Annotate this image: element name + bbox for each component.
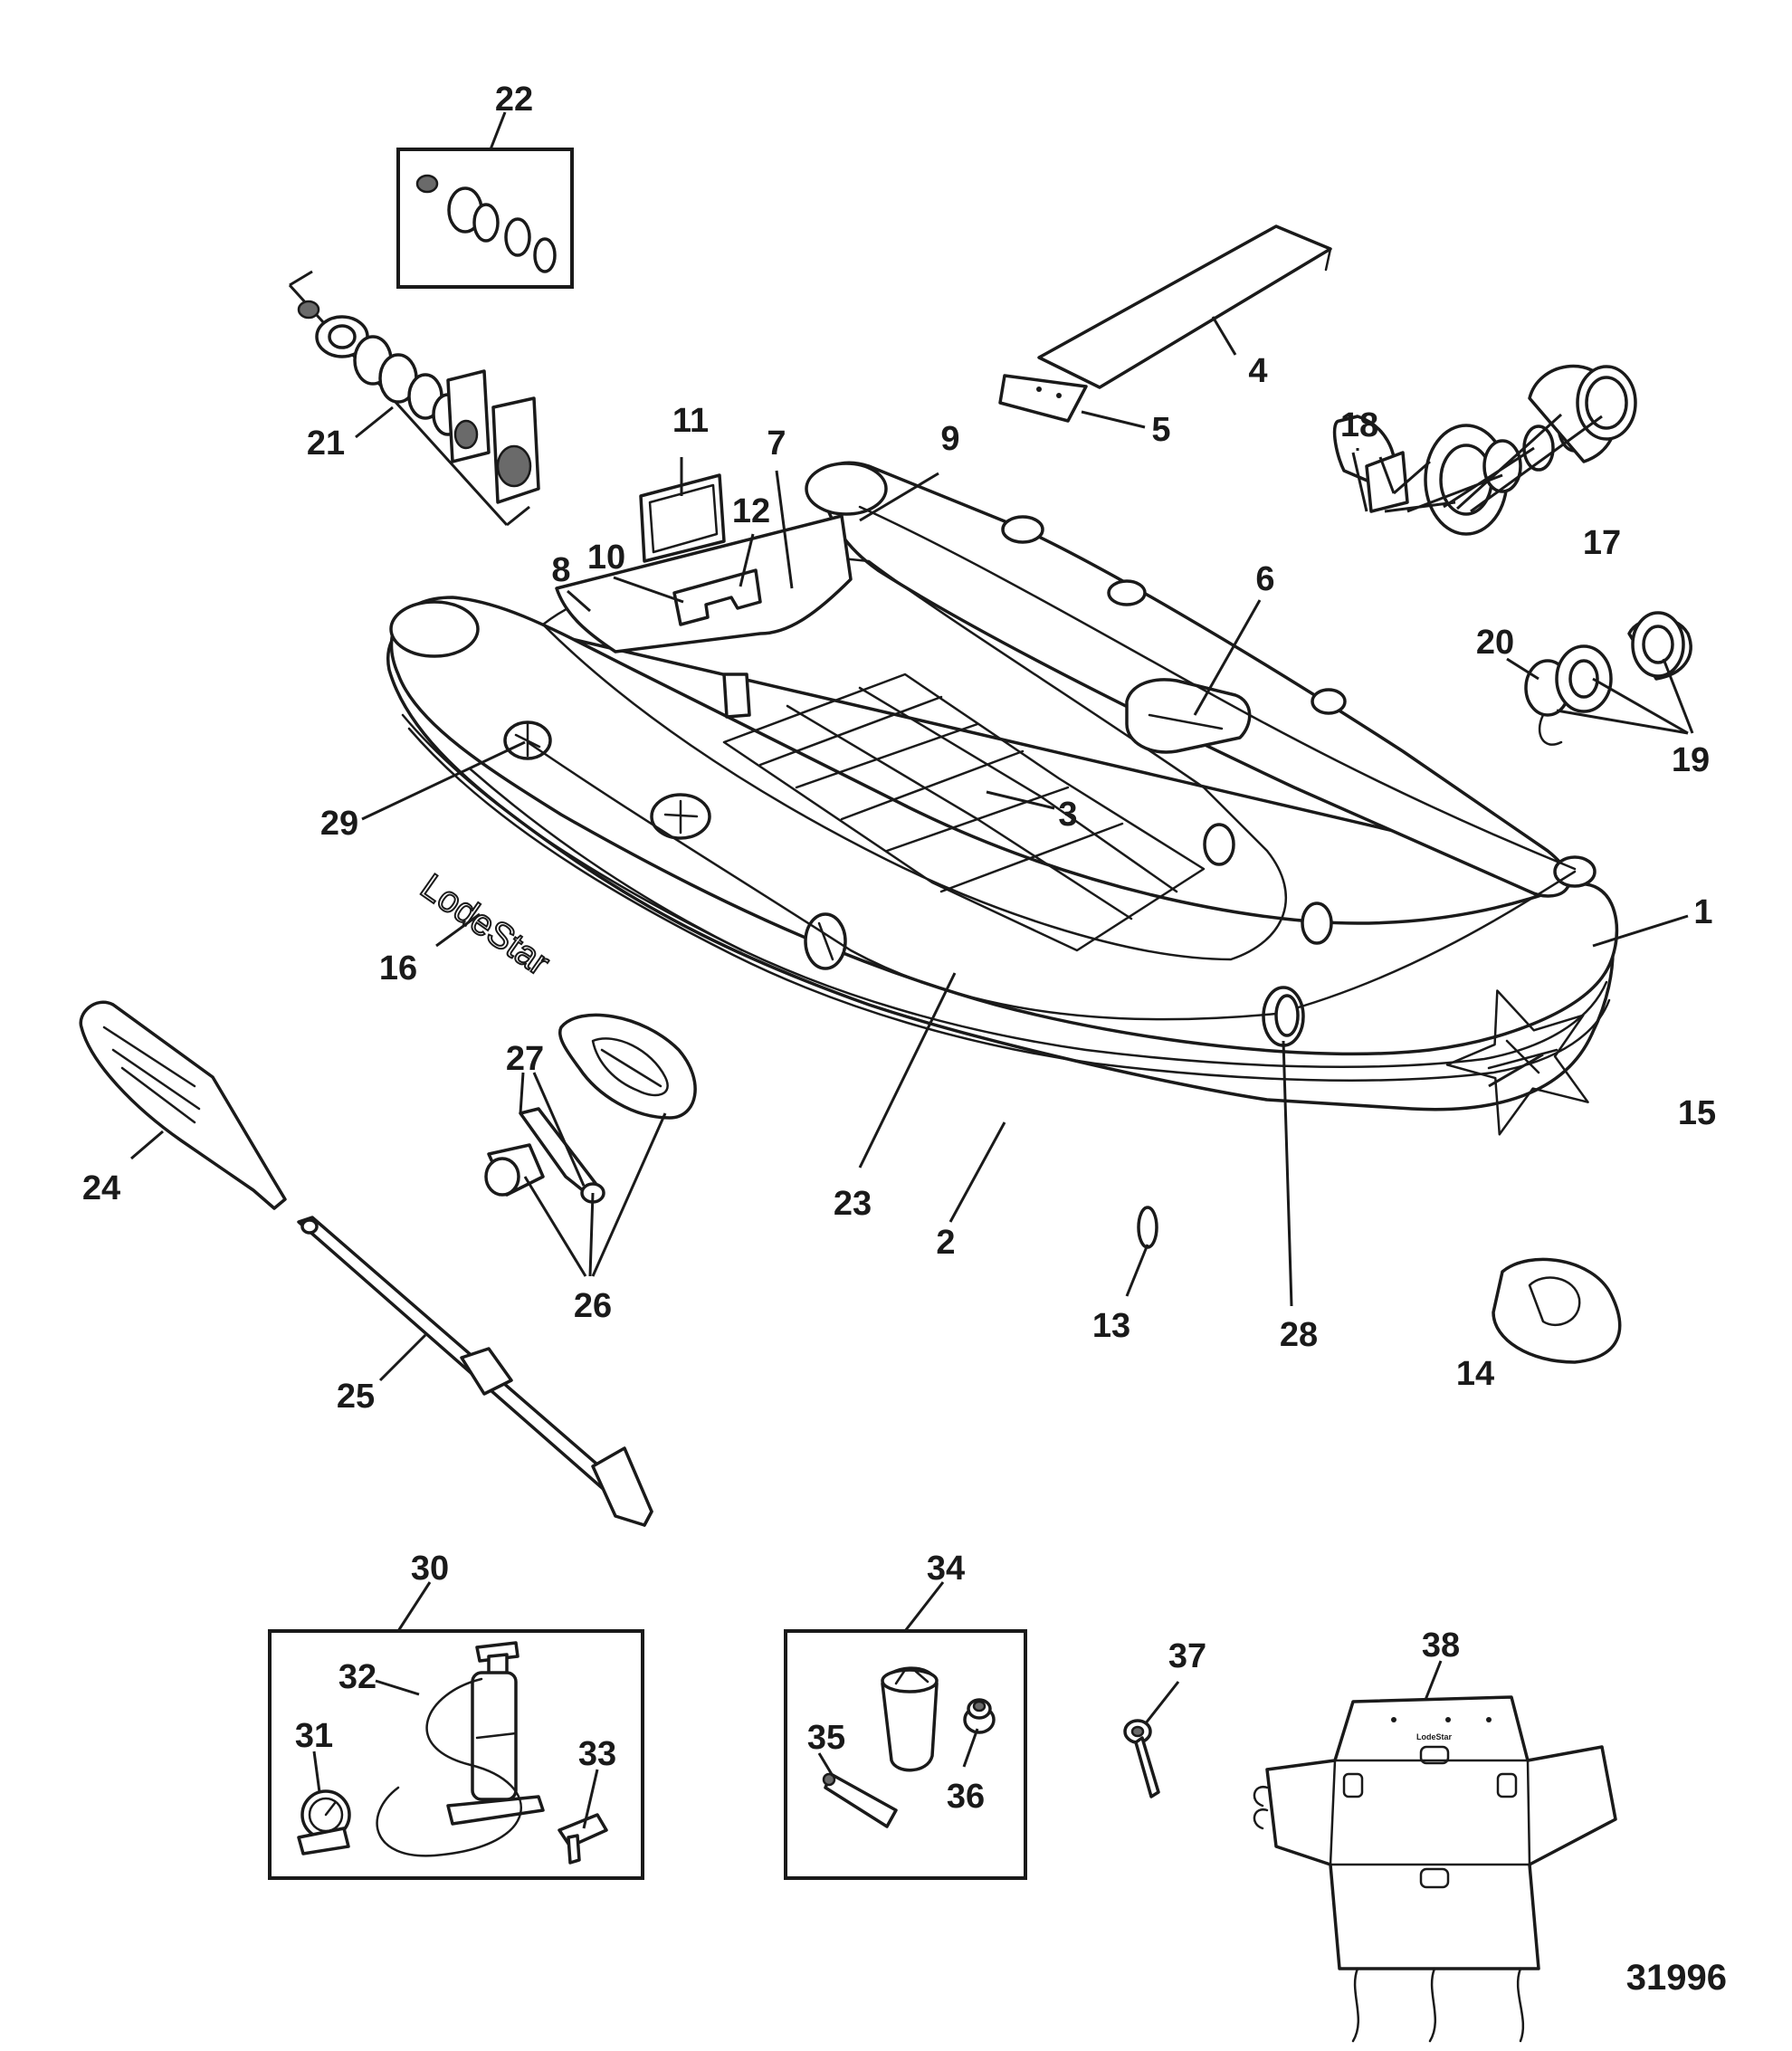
leader-lines xyxy=(130,111,1694,1829)
callout-13: 13 xyxy=(1092,1307,1130,1345)
callout-4: 4 xyxy=(1248,352,1267,390)
callout-9: 9 xyxy=(940,420,959,458)
callout-19: 19 xyxy=(1672,741,1710,779)
repair-patch-11 xyxy=(639,473,726,563)
oarlock-rear xyxy=(804,912,847,970)
callout-35: 35 xyxy=(807,1719,845,1757)
callout-14: 14 xyxy=(1456,1355,1494,1393)
boat-cover-38: LodeStar xyxy=(1253,1695,1617,2043)
callout-3: 3 xyxy=(1058,796,1077,834)
callout-20: 20 xyxy=(1476,624,1514,662)
callout-2: 2 xyxy=(936,1224,955,1262)
star-logo-decal xyxy=(1445,989,1589,1136)
oar-shaft-25 xyxy=(297,1216,653,1527)
brand-decal-16: LodeStar xyxy=(413,865,558,984)
callout-17: 17 xyxy=(1583,524,1621,562)
callout-25: 25 xyxy=(337,1378,375,1416)
callout-27: 27 xyxy=(506,1040,544,1078)
callout-10: 10 xyxy=(587,539,625,577)
pump-adapter-33 xyxy=(558,1813,608,1865)
callout-26: 26 xyxy=(574,1287,612,1325)
callout-15: 15 xyxy=(1678,1094,1716,1132)
callout-12: 12 xyxy=(732,492,770,530)
valve-assembly-19 xyxy=(1524,611,1692,746)
adhesive-tube-35 xyxy=(822,1772,898,1828)
valve-cap-36 xyxy=(963,1698,996,1734)
callout-29: 29 xyxy=(320,805,358,843)
callout-38: 38 xyxy=(1422,1626,1460,1665)
callout-6: 6 xyxy=(1255,560,1274,598)
callout-labels: 1 2 3 4 5 6 7 8 9 10 11 12 13 14 15 16 1… xyxy=(82,81,1716,1816)
callout-7: 7 xyxy=(767,425,786,463)
cover-brand-text: LodeStar xyxy=(1416,1732,1453,1741)
callout-37: 37 xyxy=(1168,1637,1206,1675)
callout-36: 36 xyxy=(947,1778,985,1816)
callout-32: 32 xyxy=(338,1658,377,1696)
callout-8: 8 xyxy=(551,551,570,589)
callout-23: 23 xyxy=(834,1185,872,1223)
callout-31: 31 xyxy=(295,1717,333,1755)
oarlock-side xyxy=(650,793,711,840)
valve-assembly-17 xyxy=(1332,364,1637,536)
pin-37 xyxy=(1123,1719,1160,1798)
d-ring-patch-14 xyxy=(1492,1257,1622,1364)
callout-5: 5 xyxy=(1151,411,1170,449)
callout-22: 22 xyxy=(495,81,533,119)
pump-kit-30 xyxy=(268,1629,644,1880)
oar-blade-24 xyxy=(79,1000,287,1210)
callout-21: 21 xyxy=(307,425,345,463)
callout-11: 11 xyxy=(672,402,709,440)
callout-18: 18 xyxy=(1340,406,1378,444)
o-ring-kit-22 xyxy=(396,148,574,289)
callout-28: 28 xyxy=(1280,1316,1318,1354)
brand-text: LodeStar xyxy=(414,866,557,983)
callout-16: 16 xyxy=(379,949,417,987)
callout-24: 24 xyxy=(82,1169,120,1207)
repair-kit-34 xyxy=(784,1629,1027,1880)
inflatable-boat-hull xyxy=(386,461,1619,1249)
callout-33: 33 xyxy=(578,1735,616,1773)
seat-bench xyxy=(998,224,1332,423)
callout-1: 1 xyxy=(1693,893,1712,931)
floor-panels xyxy=(722,673,1206,952)
callout-34: 34 xyxy=(927,1550,965,1588)
figure-number: 31996 xyxy=(1626,1958,1727,1998)
callout-30: 30 xyxy=(411,1550,449,1588)
pressure-gauge-31 xyxy=(297,1789,351,1855)
valve-repair-kit-21 xyxy=(288,270,540,527)
